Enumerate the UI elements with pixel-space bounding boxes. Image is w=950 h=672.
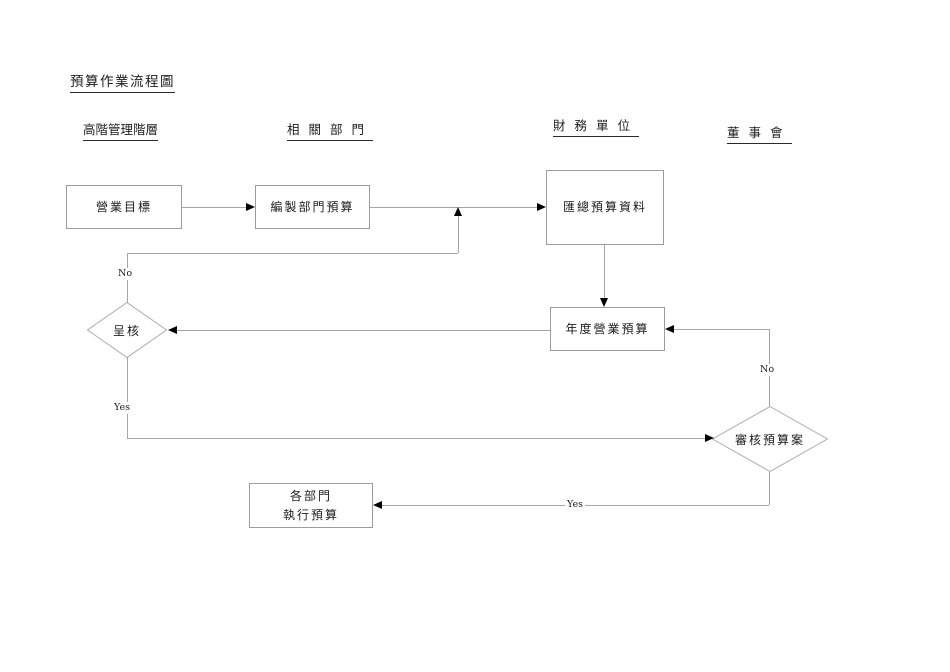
node-execute-budget-line2: 執行預算 bbox=[282, 507, 339, 522]
edge-label-submit-no: No bbox=[116, 268, 135, 280]
edge-label-review-no: No bbox=[758, 364, 777, 376]
node-business-goal: 營業目標 bbox=[66, 185, 182, 229]
edge-label-submit-yes: Yes bbox=[112, 402, 132, 414]
connector-submit-yes-across bbox=[127, 438, 705, 439]
connector-submit-no-rise bbox=[458, 215, 459, 253]
connector-consolidate-to-annual bbox=[604, 245, 605, 299]
node-execute-budget: 各部門 執行預算 bbox=[249, 483, 373, 528]
connector-annual-to-submit bbox=[177, 330, 550, 331]
node-review-budget: 審核預算案 bbox=[712, 406, 828, 472]
connector-prepare-to-consolidate bbox=[370, 207, 537, 208]
node-annual-budget-label: 年度營業預算 bbox=[565, 321, 650, 336]
arrowhead-into-annual bbox=[600, 298, 608, 307]
node-submit-approval: 呈核 bbox=[87, 302, 167, 358]
connector-submit-no-across bbox=[127, 253, 458, 254]
arrowhead-into-consolidate bbox=[537, 203, 546, 211]
arrowhead-rejoin-flow bbox=[454, 207, 462, 216]
arrowhead-into-prepare bbox=[246, 203, 255, 211]
node-execute-budget-line1: 各部門 bbox=[289, 488, 332, 503]
lane-header-departments: 相關部門 bbox=[287, 119, 374, 141]
lane-header-management: 高階管理階層 bbox=[83, 119, 159, 141]
arrowhead-into-execute bbox=[373, 501, 382, 509]
diamond-shape bbox=[712, 406, 828, 472]
connector-submit-yes-down bbox=[127, 357, 128, 438]
arrowhead-into-submit bbox=[168, 326, 177, 334]
lane-header-finance: 財務單位 bbox=[553, 115, 640, 137]
connector-review-no-across bbox=[674, 329, 770, 330]
node-business-goal-label: 營業目標 bbox=[95, 199, 152, 214]
arrowhead-back-into-annual bbox=[665, 325, 674, 333]
node-review-budget-label: 審核預算案 bbox=[734, 432, 805, 447]
node-annual-budget: 年度營業預算 bbox=[550, 307, 665, 351]
node-consolidate-budget: 匯總預算資料 bbox=[546, 170, 664, 245]
node-prepare-budget: 編製部門預算 bbox=[255, 185, 370, 229]
page-title: 預算作業流程圖 bbox=[70, 70, 175, 93]
connector-review-yes-down bbox=[769, 472, 770, 505]
connector-goal-to-prepare bbox=[182, 207, 247, 208]
node-prepare-budget-label: 編製部門預算 bbox=[270, 199, 355, 214]
edge-label-review-yes: Yes bbox=[565, 499, 585, 511]
node-consolidate-budget-label: 匯總預算資料 bbox=[562, 200, 647, 215]
lane-header-board: 董事會 bbox=[727, 122, 792, 144]
node-submit-approval-label: 呈核 bbox=[112, 323, 141, 338]
arrowhead-into-review bbox=[705, 434, 714, 442]
